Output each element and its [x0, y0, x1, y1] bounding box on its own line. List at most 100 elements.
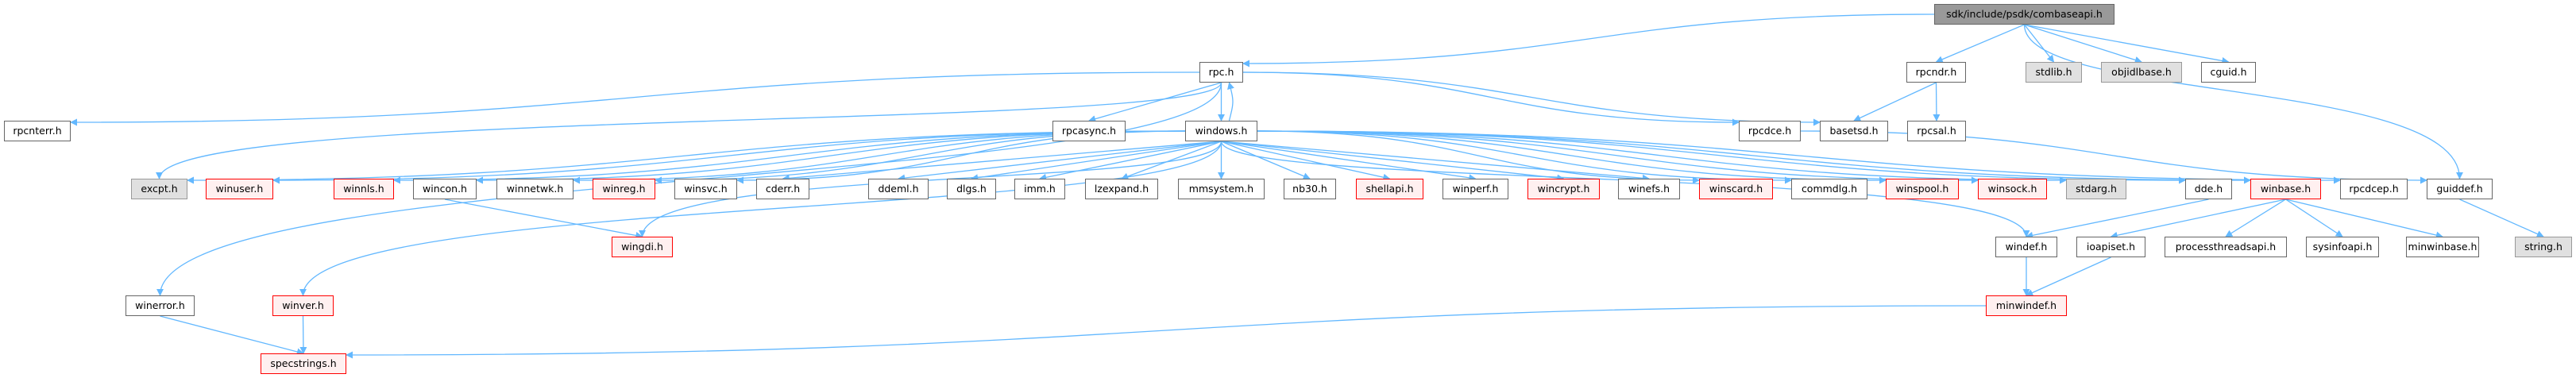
edge-combaseapi-to-cguid: [2024, 24, 2230, 65]
edge-guiddef-to-string: [2459, 199, 2544, 237]
node-objidlbase[interactable]: objidlbase.h: [2101, 62, 2182, 83]
edge-windows-to-winnls: [393, 130, 1186, 184]
edge-windows-to-dde: [1257, 130, 2186, 184]
edge-windows-to-nb30: [1221, 141, 1311, 180]
node-winnetwk[interactable]: winnetwk.h: [496, 179, 574, 199]
edge-rpcdce-to-guiddef: [1800, 130, 2427, 184]
edge-minwindef-to-specstrings: [346, 305, 1987, 359]
edge-windows-to-winuser: [272, 130, 1186, 184]
node-cguid[interactable]: cguid.h: [2201, 62, 2256, 83]
node-winsvc[interactable]: winsvc.h: [674, 179, 737, 199]
edge-windows-to-shellapi: [1221, 141, 1391, 181]
edge-windows-to-winefs: [1221, 141, 1650, 182]
edge-windows-to-winscard: [1257, 130, 1700, 184]
node-winsock[interactable]: winsock.h: [1978, 179, 2047, 199]
node-excpt[interactable]: excpt.h: [131, 179, 187, 199]
node-ddeml[interactable]: ddeml.h: [868, 179, 929, 199]
edge-winbase-to-ioapiset: [2110, 199, 2286, 239]
node-mmsystem[interactable]: mmsystem.h: [1178, 179, 1265, 199]
edge-rpc-to-basetsd: [1242, 71, 1821, 126]
edge-windows-to-cderr: [782, 141, 1222, 182]
node-rpc[interactable]: rpc.h: [1199, 62, 1243, 83]
node-rpcasync[interactable]: rpcasync.h: [1052, 121, 1126, 141]
edge-winbase-to-sysinfoapi: [2285, 199, 2343, 237]
edge-combaseapi-to-stdlib: [2023, 24, 2055, 63]
edge-rpc-to-rpcnterr: [70, 71, 1200, 126]
edge-winerror-to-specstrings: [160, 315, 304, 356]
edge-windows-to-wincrypt: [1221, 141, 1565, 182]
edge-windows-to-rpcdcep: [1257, 130, 2341, 184]
node-processthreadsapi[interactable]: processthreadsapi.h: [2165, 237, 2287, 257]
edge-winver-to-specstrings: [299, 315, 307, 354]
edge-windows-to-winver: [299, 141, 1222, 296]
node-combaseapi[interactable]: sdk/include/psdk/combaseapi.h: [1934, 4, 2114, 25]
node-stdarg[interactable]: stdarg.h: [2066, 179, 2126, 199]
node-wincon[interactable]: wincon.h: [413, 179, 477, 199]
edge-combaseapi-to-rpcndr: [1935, 24, 2025, 63]
edge-rpcndr-to-basetsd: [1853, 82, 1937, 122]
node-specstrings[interactable]: specstrings.h: [261, 353, 346, 374]
node-lzexpand[interactable]: lzexpand.h: [1085, 179, 1158, 199]
node-ioapiset[interactable]: ioapiset.h: [2076, 237, 2145, 257]
node-rpcdce[interactable]: rpcdce.h: [1739, 121, 1801, 141]
node-stdlib[interactable]: stdlib.h: [2026, 62, 2082, 83]
edge-windows-to-ddeml: [898, 141, 1222, 182]
edge-windows-to-winspool: [1257, 130, 1887, 184]
node-winnls[interactable]: winnls.h: [334, 179, 394, 199]
node-winreg[interactable]: winreg.h: [593, 179, 655, 199]
edge-combaseapi-to-guiddef: [2023, 24, 2464, 179]
node-rpcsal[interactable]: rpcsal.h: [1907, 121, 1966, 141]
node-wingdi[interactable]: wingdi.h: [612, 237, 673, 257]
node-guiddef[interactable]: guiddef.h: [2427, 179, 2493, 199]
edge-windows-to-wincon: [476, 130, 1186, 184]
edge-wincon-to-wingdi: [444, 199, 643, 239]
edge-ioapiset-to-minwindef: [2026, 256, 2111, 296]
edge-winbase-to-processthreadsapi: [2225, 199, 2286, 237]
node-minwinbase[interactable]: minwinbase.h: [2406, 237, 2479, 257]
node-wincrypt[interactable]: wincrypt.h: [1527, 179, 1600, 199]
node-minwindef[interactable]: minwindef.h: [1986, 295, 2067, 316]
node-winver[interactable]: winver.h: [272, 295, 334, 316]
edge-combaseapi-to-objidlbase: [2024, 24, 2142, 64]
node-shellapi[interactable]: shellapi.h: [1356, 179, 1423, 199]
edge-windows-to-dlgs: [971, 141, 1222, 182]
node-dde[interactable]: dde.h: [2185, 179, 2232, 199]
edge-windows-to-imm: [1039, 141, 1222, 181]
node-rpcnterr[interactable]: rpcnterr.h: [4, 121, 71, 141]
node-imm[interactable]: imm.h: [1014, 179, 1065, 199]
node-winbase[interactable]: winbase.h: [2250, 179, 2321, 199]
edge-windows-to-stdarg: [1257, 130, 2067, 184]
edge-windows-to-commdlg: [1257, 130, 1792, 184]
node-winuser[interactable]: winuser.h: [206, 179, 273, 199]
node-commdlg[interactable]: commdlg.h: [1791, 179, 1867, 199]
node-winscard[interactable]: winscard.h: [1699, 179, 1773, 199]
node-winperf[interactable]: winperf.h: [1442, 179, 1508, 199]
node-rpcndr[interactable]: rpcndr.h: [1906, 62, 1966, 83]
node-winspool[interactable]: winspool.h: [1886, 179, 1959, 199]
node-nb30[interactable]: nb30.h: [1284, 179, 1336, 199]
edge-windows-to-winsock: [1257, 130, 1979, 184]
node-rpcdcep[interactable]: rpcdcep.h: [2340, 179, 2408, 199]
node-windef[interactable]: windef.h: [1995, 237, 2057, 257]
edge-winbase-to-minwinbase: [2285, 199, 2443, 239]
edge-rpc-to-rpcasync: [1088, 82, 1222, 123]
edge-windows-to-rpc: [1227, 82, 1234, 122]
edge-windows-to-excpt: [187, 130, 1186, 184]
edge-combaseapi-to-rpc: [1242, 14, 1935, 68]
node-string[interactable]: string.h: [2515, 237, 2572, 257]
node-basetsd[interactable]: basetsd.h: [1820, 121, 1888, 141]
edge-windows-to-winperf: [1221, 141, 1477, 182]
node-winerror[interactable]: winerror.h: [126, 295, 195, 316]
node-winefs[interactable]: winefs.h: [1618, 179, 1680, 199]
edge-rpc-to-rpcdce: [1242, 71, 1740, 126]
edge-dde-to-windef: [2026, 199, 2209, 239]
node-dlgs[interactable]: dlgs.h: [947, 179, 996, 199]
node-sysinfoapi[interactable]: sysinfoapi.h: [2306, 237, 2379, 257]
edge-windows-to-wingdi: [639, 141, 1222, 237]
edge-windows-to-lzexpand: [1121, 141, 1222, 180]
edge-rpc-to-excpt: [156, 82, 1222, 179]
node-cderr[interactable]: cderr.h: [756, 179, 809, 199]
node-windows[interactable]: windows.h: [1185, 121, 1257, 141]
